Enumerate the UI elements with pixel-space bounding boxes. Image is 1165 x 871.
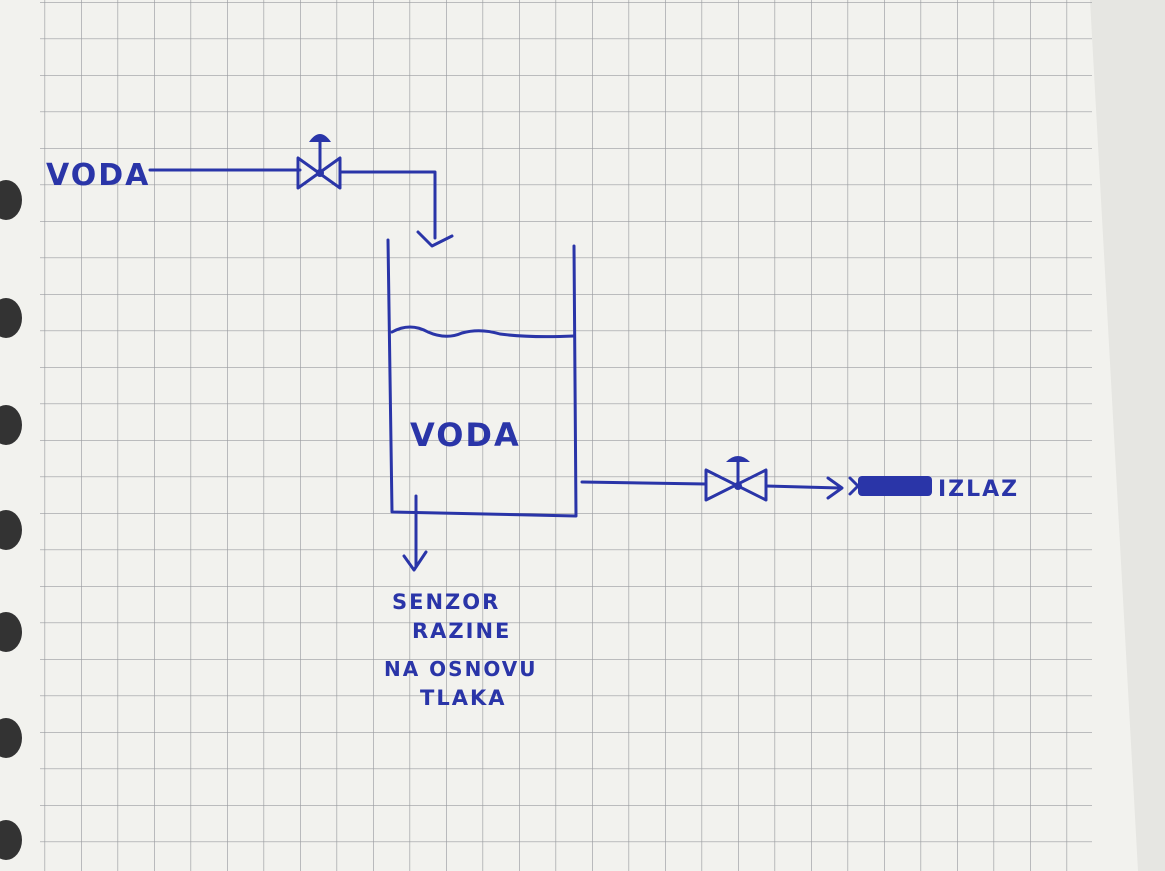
outlet-pipe [582, 482, 706, 484]
inlet-label: VODA [46, 158, 150, 193]
sensor-label-line4: TLAKA [420, 686, 506, 710]
sensor-label-line2: RAZINE [412, 619, 511, 643]
outlet-pipe-continued [766, 486, 840, 488]
outlet-label: IZLAZ [938, 477, 1019, 502]
sensor-label-line1: SENZOR [392, 590, 500, 614]
tank-content-label: VODA [410, 416, 521, 454]
outlet-nozzle-icon [850, 476, 932, 496]
graph-grid [40, 0, 1092, 871]
sensor-label-line3: NA OSNOVU [384, 657, 538, 681]
